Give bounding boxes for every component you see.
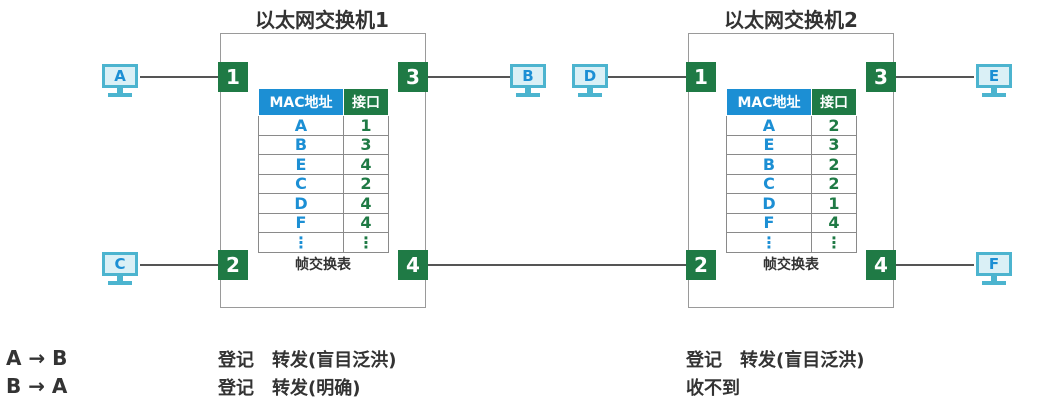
sw1-table-header-mac: MAC地址: [258, 88, 344, 116]
wire-a-sw1p1: [140, 76, 220, 78]
port-cell: 2: [811, 115, 857, 136]
port-cell: 3: [811, 135, 857, 155]
port-cell: 1: [343, 115, 389, 136]
mac-cell: D: [726, 193, 812, 214]
mac-cell: D: [258, 193, 344, 214]
sw2-port-2: 2: [686, 250, 716, 280]
wire-c-sw1p2: [140, 264, 220, 266]
wire-sw2p4-f: [894, 264, 974, 266]
sw1-table-header-port: 接口: [343, 88, 389, 116]
mac-cell: ⋮: [258, 232, 344, 253]
port-cell: 4: [343, 213, 389, 233]
port-cell: 4: [811, 213, 857, 233]
sw1-port-4: 4: [398, 250, 428, 280]
sw2-note-a-to-b: 登记 转发(盲目泛洪): [686, 350, 865, 371]
port-cell: 4: [343, 154, 389, 175]
mac-cell: E: [726, 135, 812, 155]
port-cell: ⋮: [811, 232, 857, 253]
wire-sw2p3-e: [894, 76, 974, 78]
host-b[interactable]: B: [510, 64, 546, 98]
port-cell: 2: [343, 174, 389, 194]
mac-cell: B: [258, 135, 344, 155]
computer-icon: D: [572, 64, 608, 88]
host-f[interactable]: F: [976, 252, 1012, 286]
sw1-port-1: 1: [218, 62, 248, 92]
host-e[interactable]: E: [976, 64, 1012, 98]
mac-cell: B: [726, 154, 812, 175]
mac-cell: C: [726, 174, 812, 194]
flow-label-a-to-b: A → B: [6, 346, 68, 370]
computer-icon: A: [102, 64, 138, 88]
host-a[interactable]: A: [102, 64, 138, 98]
sw1-port-2: 2: [218, 250, 248, 280]
table-row: ⋮⋮: [726, 232, 857, 253]
computer-icon: B: [510, 64, 546, 88]
port-cell: 3: [343, 135, 389, 155]
table-row: ⋮⋮: [258, 232, 389, 253]
wire-sw1p3-b: [426, 76, 510, 78]
sw1-note-a-to-b: 登记 转发(盲目泛洪): [218, 350, 397, 371]
port-cell: 2: [811, 154, 857, 175]
sw1-table-caption: 帧交换表: [295, 257, 351, 273]
mac-cell: ⋮: [726, 232, 812, 253]
sw2-table-header-mac: MAC地址: [726, 88, 812, 116]
computer-icon: F: [976, 252, 1012, 276]
mac-cell: F: [726, 213, 812, 233]
computer-icon: C: [102, 252, 138, 276]
sw2-port-1: 1: [686, 62, 716, 92]
computer-icon: E: [976, 64, 1012, 88]
host-c[interactable]: C: [102, 252, 138, 286]
mac-cell: C: [258, 174, 344, 194]
port-cell: 2: [811, 174, 857, 194]
switch2-title: 以太网交换机2: [724, 8, 858, 32]
wire-sw1p4-sw2p2: [426, 264, 688, 266]
mac-cell: E: [258, 154, 344, 175]
port-cell: 4: [343, 193, 389, 214]
sw2-note-b-to-a: 收不到: [686, 378, 740, 399]
mac-cell: F: [258, 213, 344, 233]
sw2-port-3: 3: [866, 62, 896, 92]
sw2-table-caption: 帧交换表: [763, 257, 819, 273]
sw2-port-4: 4: [866, 250, 896, 280]
flow-label-b-to-a: B → A: [6, 374, 68, 398]
mac-cell: A: [258, 115, 344, 136]
mac-cell: A: [726, 115, 812, 136]
sw1-note-b-to-a: 登记 转发(明确): [218, 378, 361, 399]
sw1-port-3: 3: [398, 62, 428, 92]
port-cell: 1: [811, 193, 857, 214]
wire-d-sw2p1: [608, 76, 688, 78]
host-d[interactable]: D: [572, 64, 608, 98]
port-cell: ⋮: [343, 232, 389, 253]
sw2-table-header-port: 接口: [811, 88, 857, 116]
switch1-title: 以太网交换机1: [255, 8, 389, 32]
